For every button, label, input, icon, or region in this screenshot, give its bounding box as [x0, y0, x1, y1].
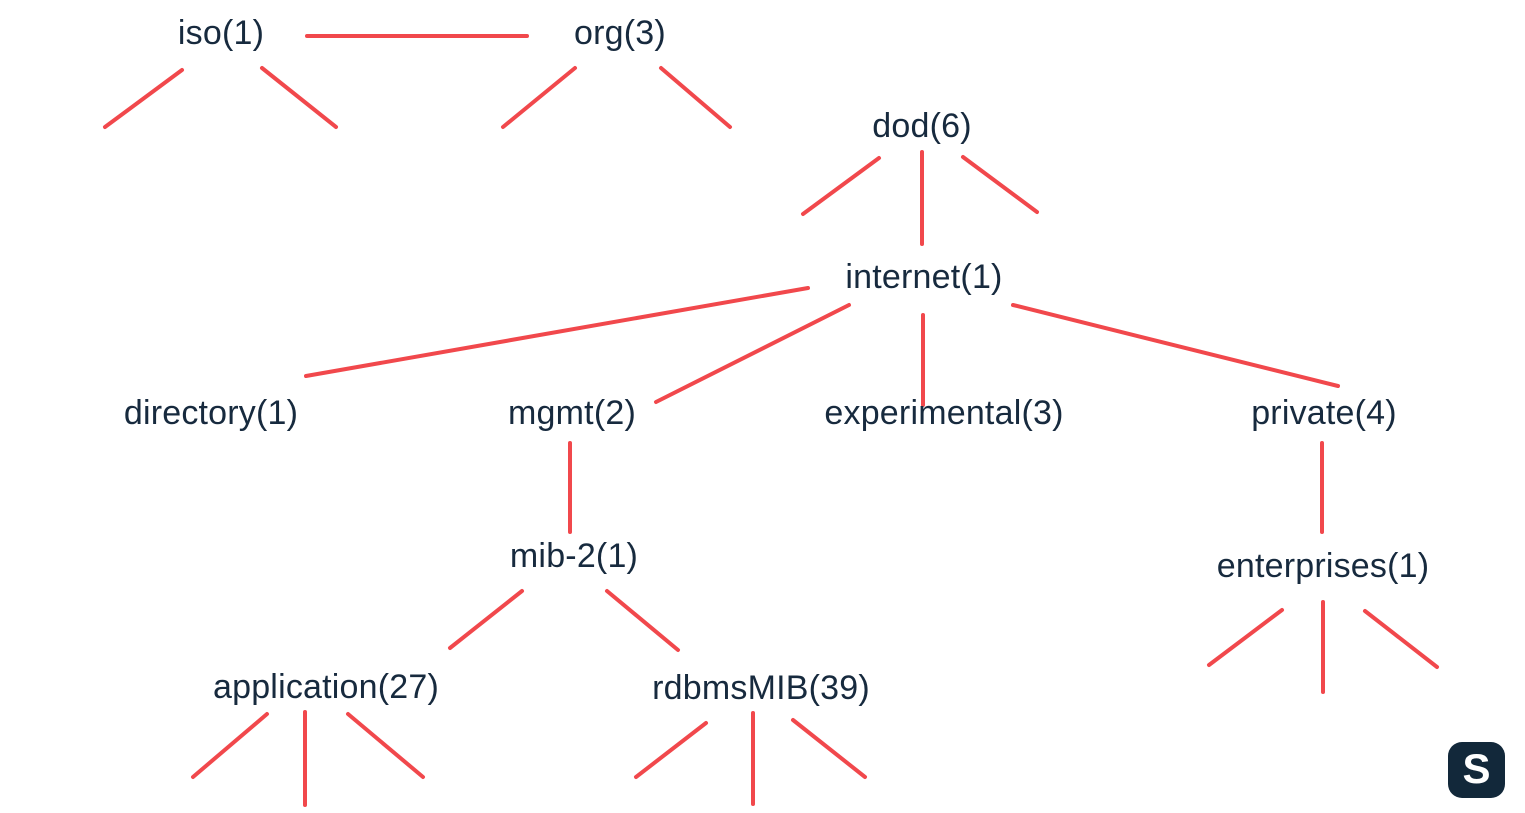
edge-iso-child-right — [260, 66, 338, 129]
brand-logo: S — [1448, 742, 1505, 798]
edge-application-child-left — [191, 712, 269, 779]
node-iso: iso(1) — [177, 14, 265, 52]
brand-logo-letter: S — [1462, 745, 1491, 792]
node-org: org(3) — [574, 14, 666, 52]
node-internet: internet(1) — [845, 258, 1003, 296]
edge-enterprises-child-left — [1207, 608, 1284, 667]
edge-internet-directory — [304, 286, 810, 378]
edge-mib2-application — [448, 589, 524, 650]
node-mib-2: mib-2(1) — [509, 537, 639, 575]
node-dod: dod(6) — [872, 107, 972, 145]
node-private: private(4) — [1251, 394, 1397, 432]
edge-mib2-rdbmsmib — [605, 589, 680, 652]
edge-dod-child-right — [961, 155, 1039, 214]
edge-rdbmsmib-child-right — [791, 718, 867, 779]
edge-enterprises-child-right — [1363, 609, 1439, 669]
node-directory: directory(1) — [123, 394, 299, 432]
edge-internet-mgmt — [654, 303, 851, 404]
node-rdbmsmib: rdbmsMIB(39) — [652, 669, 870, 707]
node-application: application(27) — [212, 668, 440, 706]
node-mgmt: mgmt(2) — [508, 394, 636, 432]
edge-org-child-left — [501, 66, 577, 129]
edge-application-child-right — [346, 712, 425, 779]
edge-dod-child-left — [801, 156, 881, 216]
edge-rdbmsmib-child-left — [634, 721, 708, 779]
edge-internet-private — [1011, 303, 1340, 388]
node-experimental: experimental(3) — [824, 394, 1064, 432]
edge-iso-child-left — [103, 68, 184, 129]
node-enterprises: enterprises(1) — [1216, 547, 1430, 585]
edge-org-child-right — [659, 66, 732, 129]
